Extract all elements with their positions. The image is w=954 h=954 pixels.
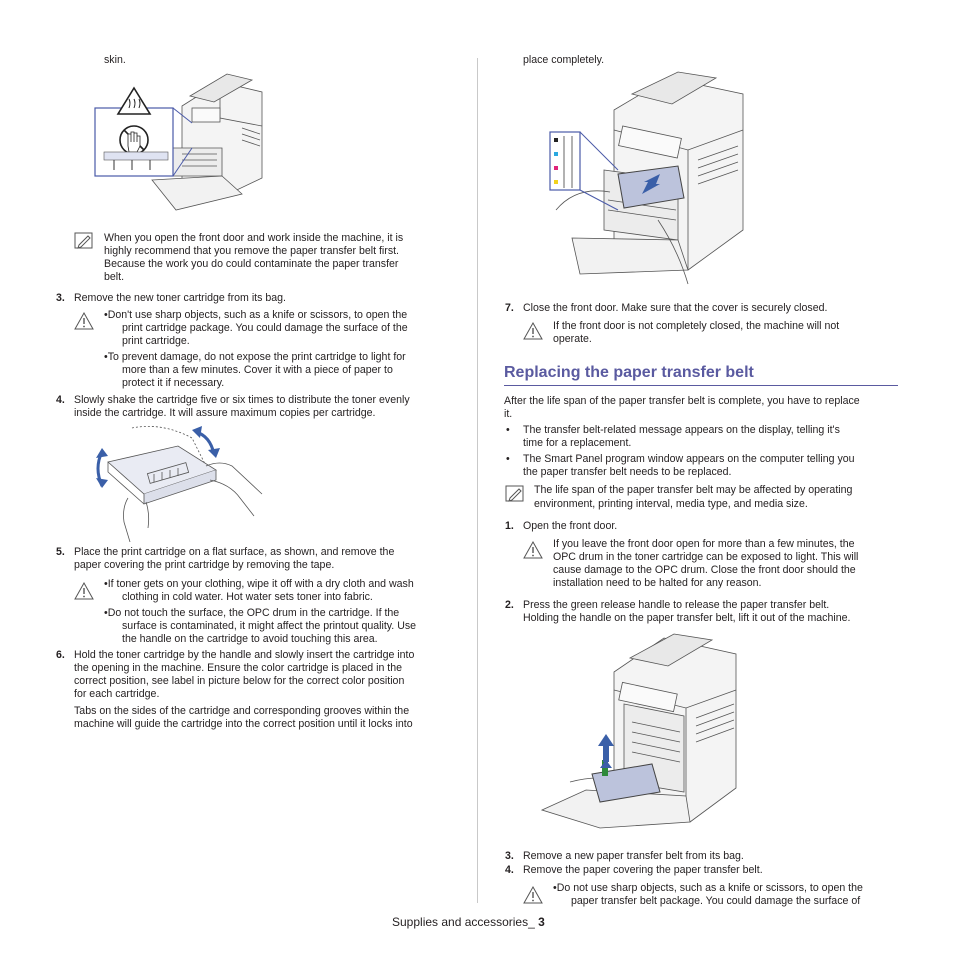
step-text: Hold the toner cartridge by the handle a… [74, 649, 415, 661]
step-text: Holding the handle on the paper transfer… [523, 612, 851, 624]
step-number: 7. [505, 302, 514, 314]
bullet-text: The Smart Panel program window appears o… [523, 453, 855, 465]
bullet-text: The transfer belt-related message appear… [523, 424, 840, 436]
step-number: 4. [505, 864, 514, 876]
warning-icon [523, 541, 543, 559]
step-number: 3. [56, 292, 65, 304]
figure-insert-belt [549, 71, 744, 285]
warning-icon [523, 886, 543, 904]
step-text: Place the print cartridge on a flat surf… [74, 546, 395, 558]
warning-line: more than a few minutes. Cover it with a… [122, 364, 393, 376]
warning-line: •Do not touch the surface, the OPC drum … [104, 607, 400, 619]
note-line: environment, printing interval, media ty… [534, 498, 808, 510]
step-text: paper covering the print cartridge by re… [74, 559, 335, 571]
step-number: 6. [56, 649, 65, 661]
step-text: Tabs on the sides of the cartridge and c… [74, 705, 410, 717]
figure-shake-cartridge [96, 425, 263, 542]
warning-line: •Don't use sharp objects, such as a knif… [104, 309, 408, 321]
warning-line: operate. [553, 333, 592, 345]
step-text: Press the green release handle to releas… [523, 599, 830, 611]
step-text: Close the front door. Make sure that the… [523, 302, 828, 314]
warning-line: print cartridge package. You could damag… [122, 322, 408, 334]
footer-label: Supplies and accessories_ [392, 915, 539, 929]
note-line: Because the work you do could contaminat… [104, 258, 399, 270]
note-line: The life span of the paper transfer belt… [534, 484, 853, 496]
figure-remove-belt [540, 633, 737, 829]
step-text: correct position, see label in picture b… [74, 675, 405, 687]
step-text: Remove the new toner cartridge from its … [74, 292, 286, 304]
warning-line: protect it if necessary. [122, 377, 225, 389]
continued-text: place completely. [523, 54, 605, 66]
column-divider [477, 58, 478, 903]
step-text: inside the cartridge. It will assure max… [74, 407, 376, 419]
warning-line: clothing in cold water. Hot water sets t… [122, 591, 373, 603]
warning-line: OPC drum in the toner cartridge can be e… [553, 551, 859, 563]
step-number: 1. [505, 520, 514, 532]
intro-text: it. [504, 408, 513, 420]
note-line: When you open the front door and work in… [104, 232, 404, 244]
step-number: 3. [505, 850, 514, 862]
step-text: for each cartridge. [74, 688, 160, 700]
note-icon [74, 232, 93, 249]
bullet: • [506, 453, 510, 465]
warning-line: the handle on the cartridge to avoid tou… [122, 633, 378, 645]
note-line: belt. [104, 271, 125, 283]
warning-line: cause damage to the OPC drum. Close the … [553, 564, 856, 576]
warning-line: •If toner gets on your clothing, wipe it… [104, 578, 414, 590]
warning-line: •Do not use sharp objects, such as a kni… [553, 882, 863, 894]
warning-line: paper transfer belt package. You could d… [571, 895, 861, 907]
figure-hot-surface-warning [94, 73, 263, 211]
bullet-text: time for a replacement. [523, 437, 632, 449]
note-icon [505, 485, 524, 502]
step-text: Slowly shake the cartridge five or six t… [74, 394, 410, 406]
bullet: • [506, 424, 510, 436]
warning-line: If you leave the front door open for mor… [553, 538, 855, 550]
warning-line: surface is contaminated, it might affect… [122, 620, 417, 632]
warning-icon [523, 322, 543, 340]
page-number: 3 [538, 915, 545, 929]
heading-rule [504, 385, 898, 386]
section-heading: Replacing the paper transfer belt [504, 364, 754, 381]
step-number: 2. [505, 599, 514, 611]
warning-line: •To prevent damage, do not expose the pr… [104, 351, 406, 363]
skin-text: skin. [104, 54, 126, 66]
step-number: 4. [56, 394, 65, 406]
warning-line: installation need to be halted for any r… [553, 577, 762, 589]
intro-text: After the life span of the paper transfe… [504, 395, 860, 407]
bullet-text: the paper transfer belt needs to be repl… [523, 466, 732, 478]
warning-line: print cartridge. [122, 335, 190, 347]
step-text: Remove a new paper transfer belt from it… [523, 850, 744, 862]
step-text: the opening in the machine. Ensure the c… [74, 662, 403, 674]
step-text: Remove the paper covering the paper tran… [523, 864, 763, 876]
warning-line: If the front door is not completely clos… [553, 320, 840, 332]
page-footer: Supplies and accessories_ 3 [392, 915, 545, 929]
warning-icon [74, 582, 94, 600]
step-number: 5. [56, 546, 65, 558]
step-text: machine will guide the cartridge into th… [74, 718, 413, 730]
step-text: Open the front door. [523, 520, 618, 532]
warning-icon [74, 312, 94, 330]
note-line: highly recommend that you remove the pap… [104, 245, 400, 257]
